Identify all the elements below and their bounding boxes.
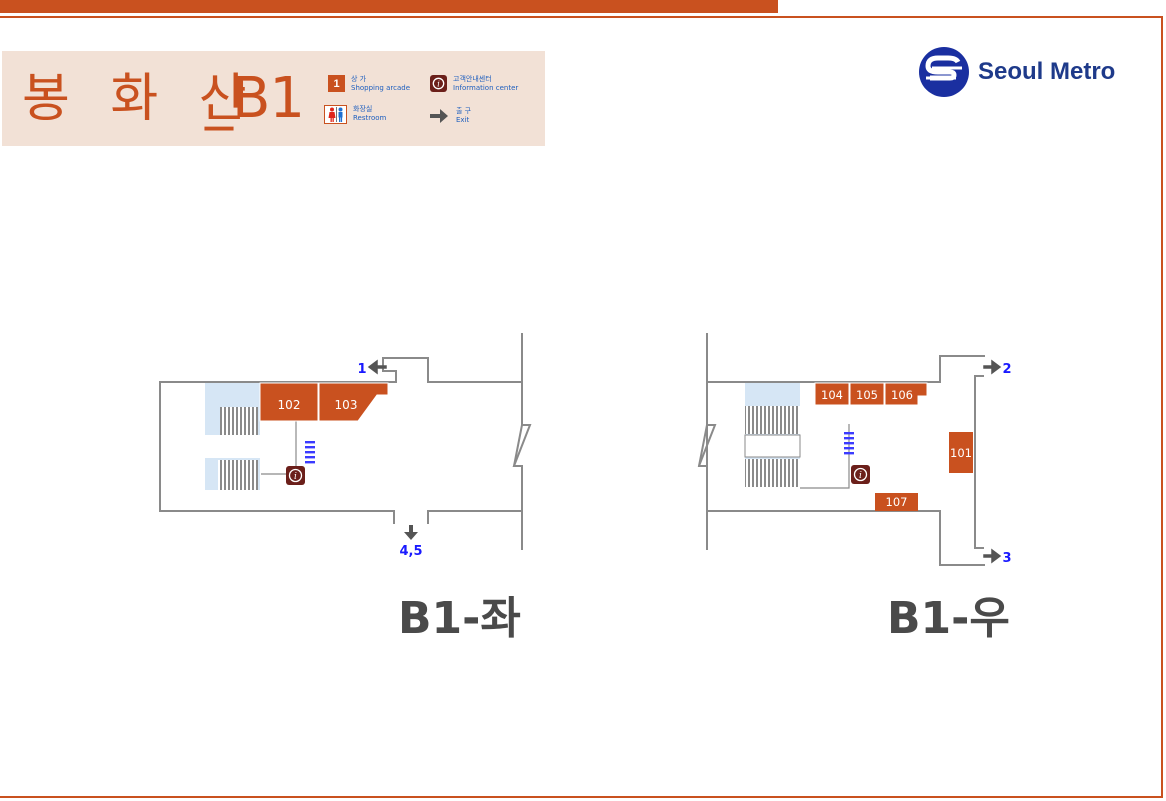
exit-4-5[interactable]: 4,5 <box>399 525 423 559</box>
shop-102[interactable]: 102 <box>259 382 319 422</box>
legend-exit-en: Exit <box>456 116 470 124</box>
left-map-title: B1-좌 <box>398 593 521 644</box>
shop-104[interactable]: 104 <box>814 382 850 406</box>
legend-restroom-en: Restroom <box>353 114 387 122</box>
top-accent-bar <box>0 0 778 13</box>
right-map-title: B1-우 <box>887 593 1010 644</box>
exit-3[interactable]: 3 <box>983 548 1012 566</box>
shop-105[interactable]: 105 <box>849 382 885 406</box>
legend-shop-ko: 상 가 <box>351 75 367 83</box>
info-icon: i <box>430 75 447 92</box>
legend-restroom-ko: 화장실 <box>353 105 373 113</box>
shop-107-label: 107 <box>886 495 908 509</box>
legend-info: i 고객안내센터 Information center <box>430 75 518 93</box>
svg-text:i: i <box>859 471 862 481</box>
legend-info-ko: 고객안내센터 <box>453 75 492 83</box>
right-info-center-icon[interactable]: i <box>851 465 870 484</box>
shop-101[interactable]: 101 <box>949 432 973 473</box>
brand-name: Seoul Metro <box>978 58 1116 85</box>
exit-4-5-label: 4,5 <box>399 544 422 559</box>
shop-102-label: 102 <box>278 398 301 412</box>
right-map-walls <box>697 333 985 566</box>
exit-4-5-arrow-icon <box>404 525 418 540</box>
left-stairs-2 <box>218 460 258 490</box>
exit-2-arrow-icon <box>983 359 1002 375</box>
legend-restroom: 화장실 Restroom <box>324 105 386 124</box>
svg-text:i: i <box>294 472 297 482</box>
legend-shop-en: Shopping arcade <box>351 84 411 92</box>
legend-shop: 1 상 가 Shopping arcade <box>328 75 410 93</box>
shop-101-label: 101 <box>950 446 972 460</box>
shop-106-label: 106 <box>891 388 913 402</box>
left-map: 102 103 i 1 4,5 <box>159 333 532 559</box>
left-map-walls <box>159 333 532 550</box>
right-escalator-icon <box>844 432 854 455</box>
shop-icon: 1 <box>328 75 345 92</box>
exit-arrow-icon <box>428 107 450 129</box>
exit-3-arrow-icon <box>983 548 1002 564</box>
left-info-center-icon[interactable]: i <box>286 466 305 485</box>
shop-105-label: 105 <box>856 388 878 402</box>
title-panel <box>2 51 545 146</box>
metro-logo-icon <box>919 47 969 97</box>
shop-107[interactable]: 107 <box>875 493 918 511</box>
left-stairs-1 <box>220 407 258 435</box>
page-frame <box>0 16 1163 798</box>
station-name: 봉 화 산 <box>22 69 259 129</box>
right-map: 104 105 106 101 107 i <box>697 333 1012 566</box>
seoul-metro-logo: Seoul Metro <box>918 46 1115 98</box>
svg-text:i: i <box>437 80 440 89</box>
shop-103[interactable]: 103 <box>318 382 389 422</box>
right-landing <box>744 434 801 458</box>
shop-106[interactable]: 106 <box>884 382 928 406</box>
exit-1-arrow-icon <box>367 359 387 375</box>
level-label: _B1 <box>205 66 305 131</box>
exit-1[interactable]: 1 <box>357 359 387 377</box>
right-stairs-2 <box>745 459 800 487</box>
legend-info-en: Information center <box>453 84 519 92</box>
legend-exit: 출 구 Exit <box>428 107 471 129</box>
shop-103-label: 103 <box>335 398 358 412</box>
exit-2-label: 2 <box>1002 362 1011 377</box>
restroom-icon <box>324 105 347 124</box>
left-escalator-icon <box>305 441 315 464</box>
exit-3-label: 3 <box>1002 551 1011 566</box>
shop-104-label: 104 <box>821 388 843 402</box>
exit-2[interactable]: 2 <box>983 359 1012 377</box>
right-stairs-1 <box>745 406 800 434</box>
legend-exit-ko: 출 구 <box>456 107 472 115</box>
exit-1-label: 1 <box>357 362 366 377</box>
